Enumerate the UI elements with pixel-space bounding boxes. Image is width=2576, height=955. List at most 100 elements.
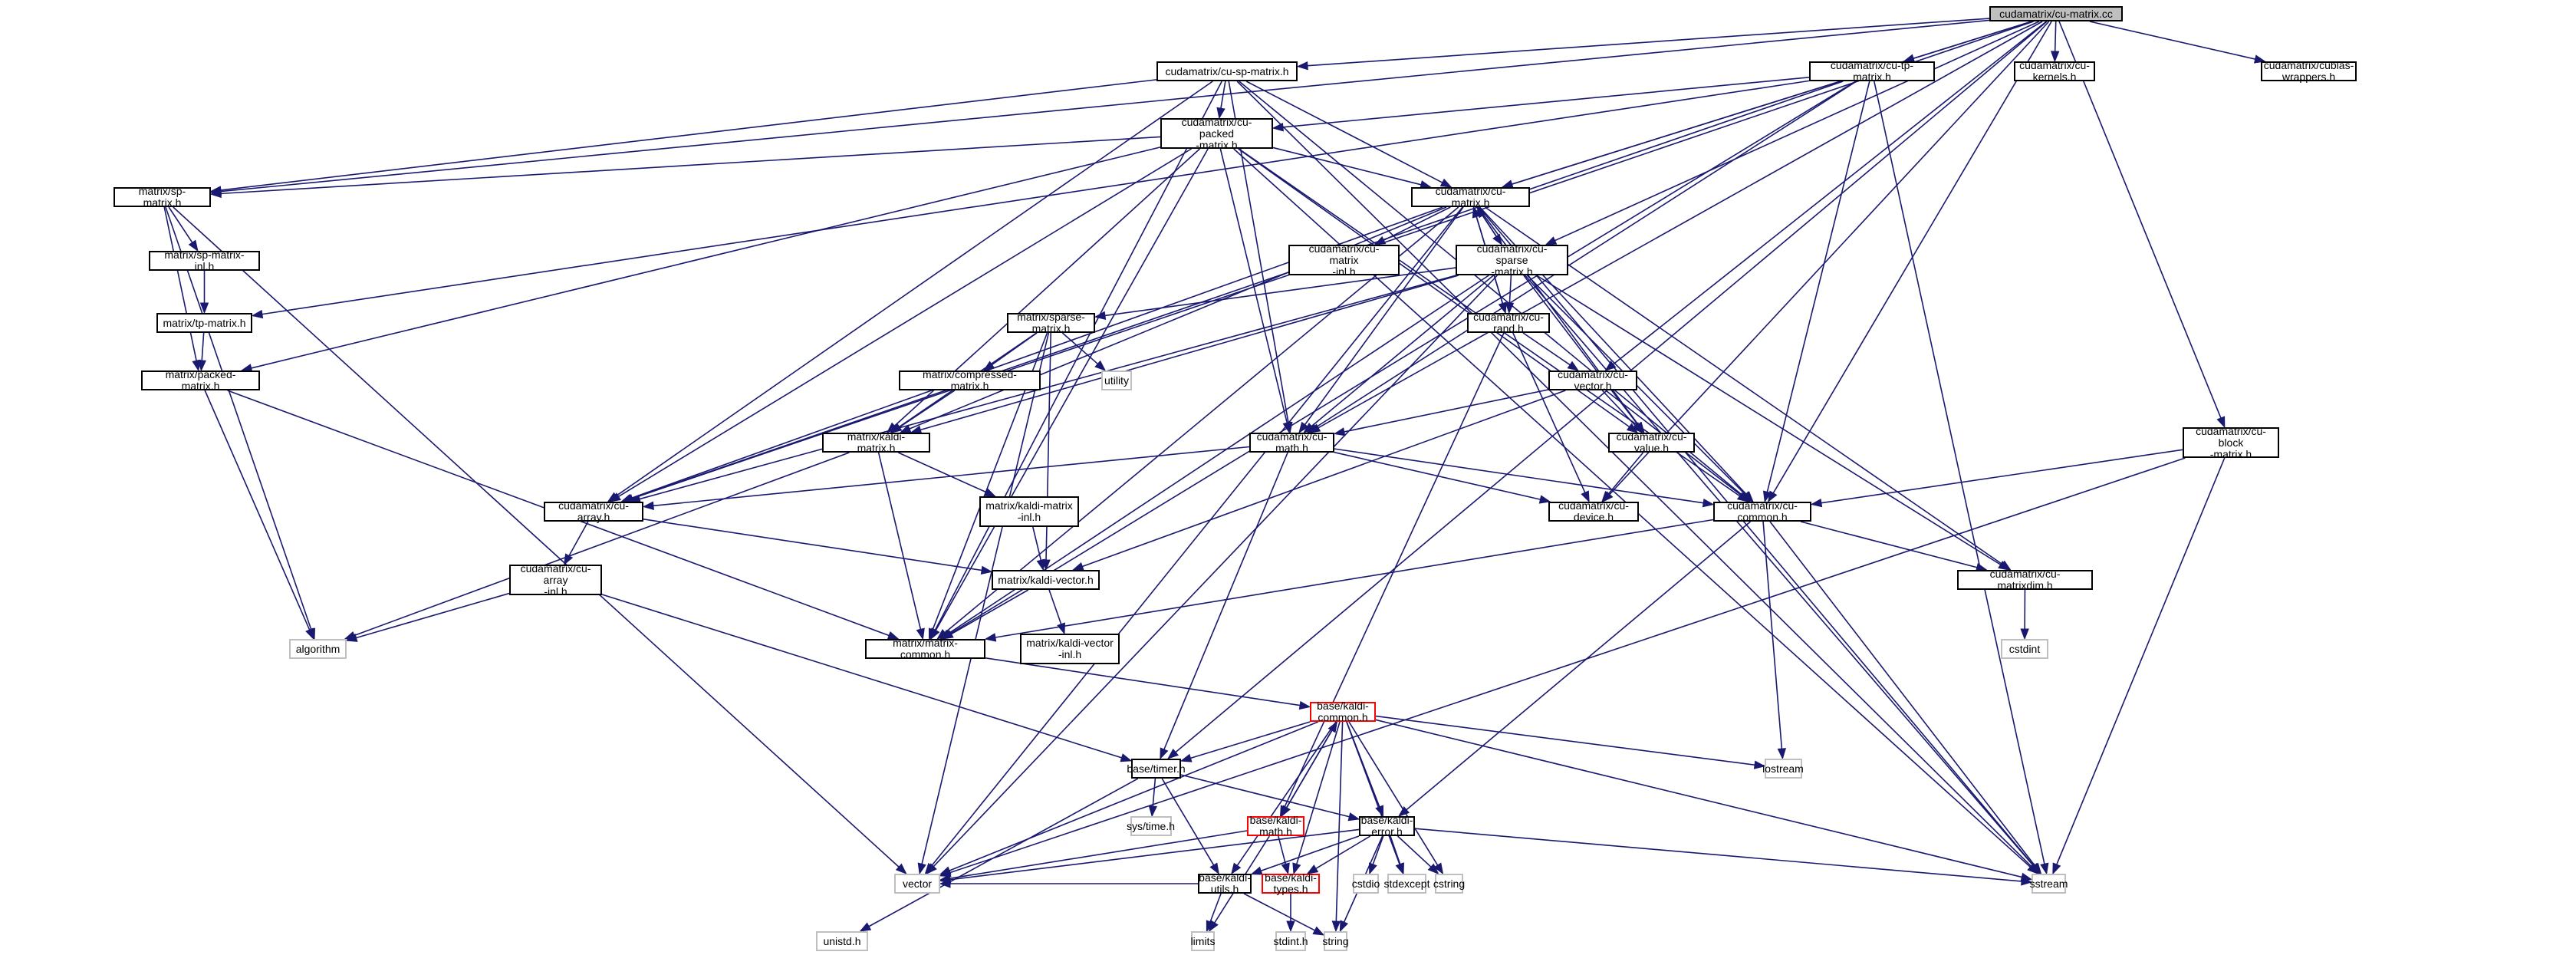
edge-cu_sparse_matrix-to-cu_rand [1508,275,1512,304]
node-cu-array-inl[interactable]: cudamatrix/cu-array -inl.h [509,562,602,597]
node-algorithm[interactable]: algorithm [289,639,347,659]
node-cu-common[interactable]: cudamatrix/cu-common.h [1713,500,1811,523]
arrowhead-cu_common-to-matrix_common [984,633,997,642]
edge-cu_vector-to-kaldi_vector [1082,390,1566,568]
node-cu-tp-matrix[interactable]: cudamatrix/cu-tp-matrix.h [1809,60,1935,83]
node-matrix-common[interactable]: matrix/matrix-common.h [865,637,985,660]
node-sp-matrix-inl[interactable]: matrix/sp-matrix-inl.h [149,249,260,272]
edge-cu_sparse_matrix-to-cu_matrixdim [1536,275,2002,565]
node-cu-math[interactable]: cudamatrix/cu-math.h [1249,431,1334,454]
node-cstring[interactable]: cstring [1433,874,1465,894]
arrowhead-cu_block_matrix-to-sstream [2052,862,2061,875]
edge-packed_matrix-to-algorithm [204,390,311,631]
node-kaldi-vector-inl[interactable]: matrix/kaldi-vector -inl.h [1020,634,1120,664]
node-sys-time[interactable]: sys/time.h [1127,816,1175,836]
node-cu-block-matrix[interactable]: cudamatrix/cu-block -matrix.h [2183,425,2279,459]
node-kaldi-types[interactable]: base/kaldi-types.h [1262,872,1320,895]
node-cu-matrixdim[interactable]: cudamatrix/cu-matrixdim.h [1957,568,2093,591]
node-cublas-wrappers[interactable]: cudamatrix/cublas-wrappers.h [2261,60,2357,83]
edge-kaldi_error-to-kaldi_utils [1260,835,1360,871]
arrowhead-cu_vector-to-kaldi_vector [1071,561,1084,571]
arrowhead-tp_matrix-to-packed_matrix [197,360,206,372]
edge-root-to-cu_kernels [2054,21,2057,52]
node-cu-device[interactable]: cudamatrix/cu-device.h [1548,500,1639,523]
edge-root-to-cu_block_matrix [2058,21,2222,419]
node-kaldi-error[interactable]: base/kaldi-error.h [1359,815,1415,838]
arrowhead-cu_matrix_h-to-kaldi_matrix [899,424,912,433]
edge-kaldi_common-to-kaldi_types [1295,721,1341,864]
edge-cu_sp_matrix-to-cu_matrix_h [1245,81,1443,183]
node-timer[interactable]: base/timer.h [1127,759,1186,779]
edge-kaldi_common-to-cstring [1348,721,1439,866]
edge-cu_sparse_matrix-to-cu_array [639,275,1456,500]
node-kaldi-utils[interactable]: base/kaldi-utils.h [1198,871,1252,895]
arrowhead-root-to-cu_sparse_matrix [1545,236,1558,245]
edge-cu_matrix_h-to-cu_matrix_inl [1383,206,1451,241]
arrowhead-timer-to-sys_time [1148,805,1157,818]
edge-cu_matrix_h-to-cu_matrixdim [1484,206,2003,565]
node-utility[interactable]: utility [1101,370,1132,390]
edge-cu_sparse_matrix-to-vector [933,275,1498,868]
arrowhead-cu_sparse_matrix-to-cu_math [1303,422,1315,433]
node-cu-rand[interactable]: cudamatrix/cu-rand.h [1467,311,1550,334]
node-tp-matrix[interactable]: matrix/tp-matrix.h [156,313,252,333]
node-cstdio[interactable]: cstdio [1352,874,1380,894]
edge-cu_common-to-matrix_common [995,519,1714,638]
node-sp-matrix[interactable]: matrix/sp-matrix.h [114,186,211,209]
node-limits[interactable]: limits [1191,931,1215,951]
arrowhead-cu_sp_matrix-to-cu_matrix_h [1439,178,1452,188]
edge-cu_rand-to-kaldi_math [1284,332,1505,808]
node-cu-array[interactable]: cudamatrix/cu-array.h [544,500,643,523]
arrowhead-root-to-cu_block_matrix [2216,416,2226,429]
edge-cu_common-to-sstream [1769,521,2036,867]
edge-kaldi_error-to-sstream [1414,828,2022,882]
edge-cu_matrix_h-to-sstream [1478,206,2035,867]
node-root[interactable]: cudamatrix/cu-matrix.cc [1989,6,2123,21]
node-cu-value[interactable]: cudamatrix/cu-value.h [1608,431,1695,454]
edge-kaldi_matrix_inl-to-kaldi_vector [1032,526,1042,561]
node-stdexcept[interactable]: stdexcept [1384,874,1429,894]
node-kaldi-matrix[interactable]: matrix/kaldi-matrix.h [822,431,930,454]
node-cu-sp-matrix[interactable]: cudamatrix/cu-sp-matrix.h [1156,61,1298,81]
arrowhead-cu_tp_matrix-to-cu_common [1762,490,1772,503]
node-cu-kernels[interactable]: cudamatrix/cu-kernels.h [2014,60,2095,83]
node-vector[interactable]: vector [894,874,940,894]
node-kaldi-common[interactable]: base/kaldi-common.h [1310,700,1376,723]
arrowhead-kaldi_common-to-string [1331,920,1341,933]
arrowhead-timer-to-kaldi_error [1347,812,1360,822]
edge-kaldi_error-to-kaldi_types [1315,835,1371,870]
edge-cu_packed_matrix-to-cu_math [1219,148,1288,423]
node-kaldi-matrix-inl[interactable]: matrix/kaldi-matrix -inl.h [979,496,1079,527]
arrowhead-cu_rand-to-cu_device [1581,490,1590,503]
node-cstdint[interactable]: cstdint [2001,639,2048,659]
node-stdint[interactable]: stdint.h [1273,931,1308,951]
arrowhead-cu_math-to-timer [1160,747,1169,760]
node-sparse-matrix[interactable]: matrix/sparse-matrix.h [1007,311,1095,334]
node-cu-vector[interactable]: cudamatrix/cu-vector.h [1548,369,1637,392]
arrowhead-cu_tp_matrix-to-cu_packed_matrix [1272,123,1284,132]
edge-sparse_matrix-to-utility [1061,332,1098,365]
edge-cu_sp_matrix-to-cu_common [1239,81,1743,496]
node-cu-matrix-inl[interactable]: cudamatrix/cu-matrix -inl.h [1288,242,1400,277]
arrowhead-kaldi_error-to-string [1339,920,1349,933]
edge-sparse_matrix-to-vector [921,332,1050,864]
arrowhead-timer-to-kaldi_utils [1209,862,1219,875]
node-kaldi-vector[interactable]: matrix/kaldi-vector.h [992,570,1100,590]
node-packed-matrix[interactable]: matrix/packed-matrix.h [141,369,260,392]
edge-cu_tp_matrix-to-sstream [1874,81,2045,864]
arrowhead-kaldi_common-to-vector [939,866,952,875]
node-unistd[interactable]: unistd.h [816,931,868,951]
edge-cu_sp_matrix-to-sstream [1236,81,2032,868]
node-iostream[interactable]: iostream [1762,759,1804,779]
node-compressed-matrix[interactable]: matrix/compressed-matrix.h [899,369,1041,392]
node-kaldi-math[interactable]: base/kaldi-math.h [1247,815,1304,838]
node-cu-matrix-h[interactable]: cudamatrix/cu-matrix.h [1411,186,1530,209]
edge-kaldi_common-to-string [1335,721,1344,922]
node-string[interactable]: string [1322,931,1349,951]
edge-cu_sparse_matrix-to-kaldi_matrix [920,275,1459,431]
edge-root-to-cu_vector [1613,21,2047,365]
node-cu-sparse-matrix[interactable]: cudamatrix/cu-sparse -matrix.h [1456,242,1568,277]
node-sstream[interactable]: sstream [2030,874,2068,894]
node-cu-packed-matrix[interactable]: cudamatrix/cu-packed -matrix.h [1160,116,1273,150]
edge-cu_math-to-cu_array [653,446,1250,507]
